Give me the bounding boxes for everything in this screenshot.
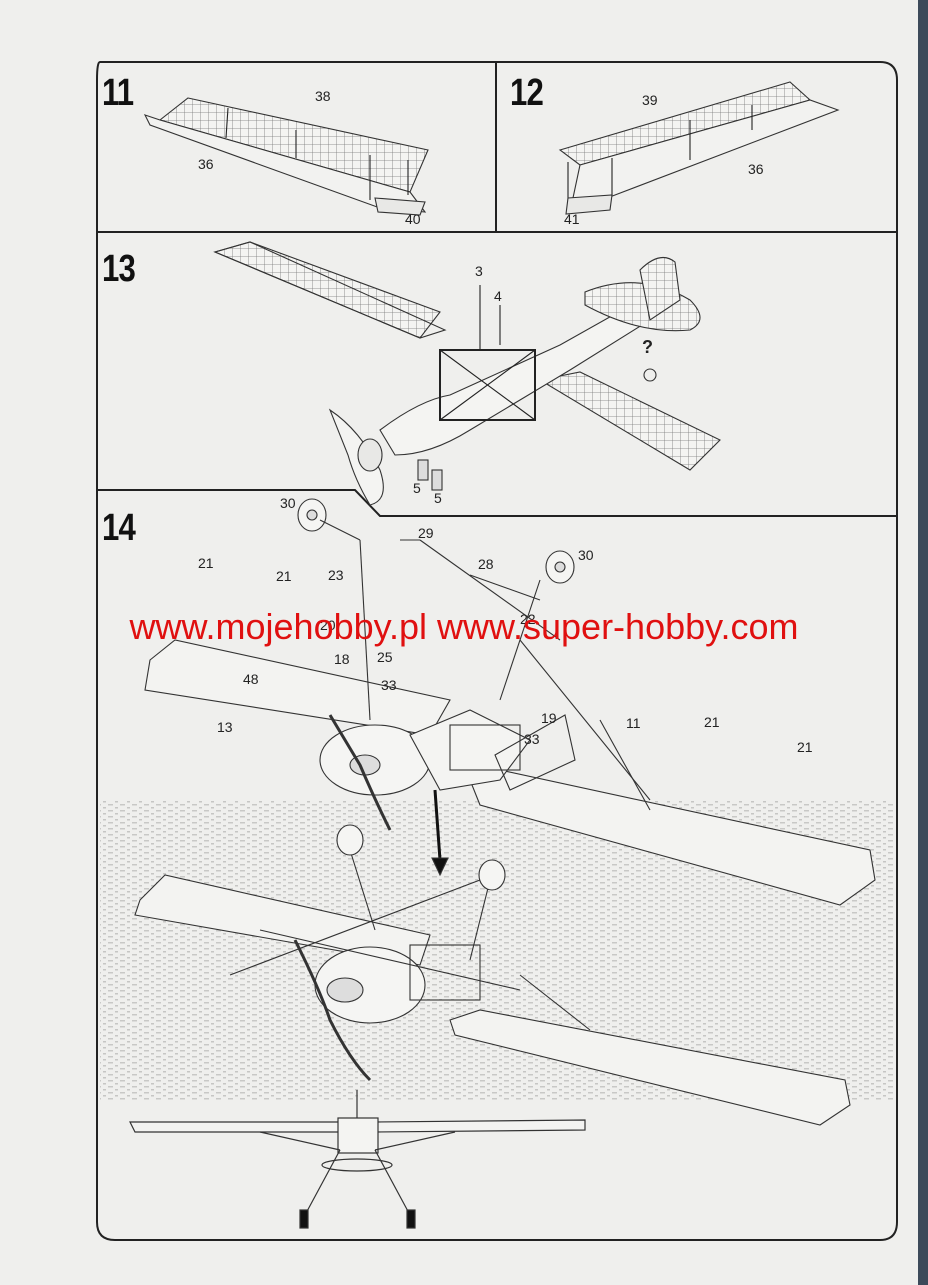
part-label: 29 xyxy=(418,525,434,541)
part-label: 20 xyxy=(320,617,336,633)
panel-frames xyxy=(96,61,898,1241)
part-label: 48 xyxy=(243,671,259,687)
part-label: 33 xyxy=(524,731,540,747)
part-label: 38 xyxy=(315,88,331,104)
step14-exploded-view xyxy=(144,498,876,906)
part-label: 36 xyxy=(748,161,764,177)
step-number-14: 14 xyxy=(102,507,136,549)
part-label: 5 xyxy=(413,480,421,496)
part-label: 30 xyxy=(578,547,594,563)
part-label: 40 xyxy=(405,211,421,227)
step13-aircraft xyxy=(213,241,721,506)
part-label: 36 xyxy=(198,156,214,172)
step14-assembled-view xyxy=(134,824,851,1126)
part-label: 21 xyxy=(704,714,720,730)
part-label: 23 xyxy=(328,567,344,583)
watermark-text: www.mojehobby.pl www.super-hobby.com xyxy=(129,606,799,647)
part-label: 13 xyxy=(217,719,233,735)
step12-wing xyxy=(558,81,840,215)
part-label: 41 xyxy=(564,211,580,227)
part-label: 5 xyxy=(434,490,442,506)
part-label: 22 xyxy=(520,611,536,627)
part-label: 21 xyxy=(797,739,813,755)
front-view-aircraft xyxy=(129,1090,586,1229)
part-label: 25 xyxy=(377,649,393,665)
part-label: 28 xyxy=(478,556,494,572)
page-edge-background xyxy=(918,0,928,1285)
part-label: 33 xyxy=(381,677,397,693)
part-label: 11 xyxy=(626,715,641,731)
part-label: 3 xyxy=(475,263,483,279)
part-label: 4 xyxy=(494,288,502,304)
part-label: 30 xyxy=(280,495,296,511)
part-label: 21 xyxy=(198,555,214,571)
step-number-11: 11 xyxy=(102,72,134,114)
part-label: ? xyxy=(642,337,653,357)
part-label: 21 xyxy=(276,568,292,584)
part-label: 19 xyxy=(541,710,557,726)
part-label: 39 xyxy=(642,92,658,108)
part-label: 18 xyxy=(334,651,350,667)
step-number-12: 12 xyxy=(510,72,544,114)
step11-wing xyxy=(143,97,429,216)
step-number-13: 13 xyxy=(102,248,136,290)
